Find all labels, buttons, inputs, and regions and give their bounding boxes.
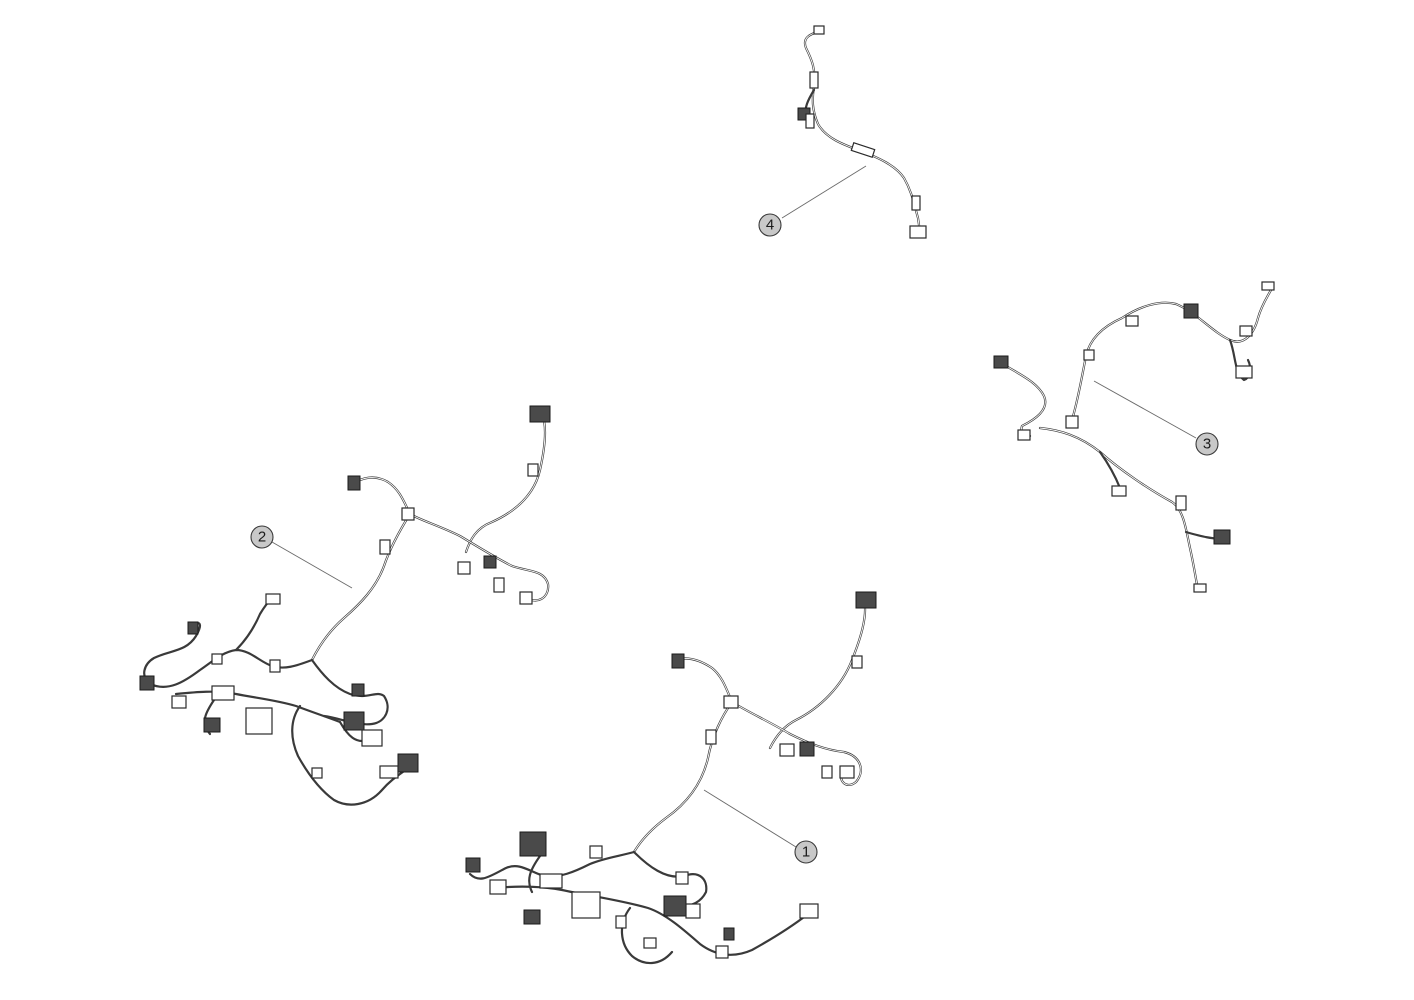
callout-3-label: 3 — [1203, 436, 1211, 453]
callout-4: 4 — [758, 213, 782, 237]
harness-3 — [993, 281, 1275, 593]
callout-4-label: 4 — [766, 217, 774, 234]
callout-2-label: 2 — [258, 529, 266, 546]
harness-1 — [465, 591, 877, 965]
leader-line-4 — [781, 165, 867, 219]
callout-2: 2 — [250, 525, 274, 549]
harness-2 — [139, 405, 551, 806]
callout-3: 3 — [1195, 432, 1219, 456]
callout-1: 1 — [794, 840, 818, 864]
leader-line-2 — [271, 541, 353, 589]
callout-1-label: 1 — [802, 844, 810, 861]
leader-line-3 — [1093, 380, 1197, 439]
leader-line-1 — [703, 789, 797, 848]
harness-4 — [797, 25, 927, 239]
